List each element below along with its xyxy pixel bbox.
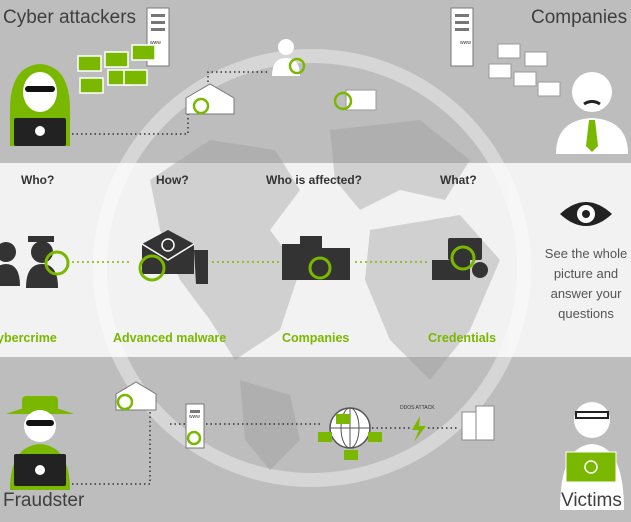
- fraudster-icon: [6, 396, 74, 490]
- businessman-icon: [556, 72, 628, 154]
- malware-envelope-icon: [138, 230, 208, 284]
- server-icon: [450, 7, 474, 67]
- victim-icon: [560, 402, 624, 510]
- category-credentials: Credentials: [428, 331, 497, 345]
- bottom-band: [0, 357, 631, 522]
- side-line: questions: [558, 306, 614, 321]
- employee-icon: [272, 39, 306, 76]
- infected-screens-icon: [77, 44, 156, 94]
- credentials-icon: [432, 238, 488, 280]
- side-line: See the whole: [544, 246, 628, 261]
- question-who-is-affected: Who is affected?: [266, 173, 363, 187]
- server-icon: [185, 403, 205, 449]
- side-message: See the whole picture and answer your qu…: [541, 244, 631, 324]
- ddos-label: DDOS ATTACK: [400, 405, 435, 411]
- question-who: Who?: [21, 173, 55, 187]
- category-cybercrime: Cybercrime: [0, 331, 57, 345]
- corner-title-fraudster: Fraudster: [3, 490, 85, 511]
- category-advanced-malware: Advanced malware: [113, 331, 227, 345]
- side-line: answer your: [550, 286, 622, 301]
- office-buildings-icon: [282, 236, 350, 280]
- botnet-globe-icon: [318, 407, 382, 460]
- malware-email-icon: [115, 381, 157, 411]
- malware-email-icon: [185, 83, 235, 115]
- server-label: www: [189, 414, 200, 420]
- corner-title-victims: Victims: [561, 490, 622, 511]
- id-card-icon: [333, 89, 377, 111]
- globe-watermark: [93, 49, 531, 487]
- hooded-attacker-icon: [10, 64, 70, 146]
- cybercriminals-icon: [0, 236, 70, 288]
- server-label: www: [460, 40, 471, 46]
- eye-icon: [560, 202, 612, 226]
- category-companies: Companies: [282, 331, 350, 345]
- corner-title-cyber-attackers: Cyber attackers: [3, 7, 137, 28]
- lightning-icon: [412, 416, 426, 442]
- corner-title-companies: Companies: [531, 7, 628, 28]
- company-screens-icon: [488, 43, 561, 97]
- side-line: picture and: [553, 266, 619, 281]
- question-how: How?: [156, 173, 189, 187]
- server-label: www: [150, 40, 161, 46]
- question-what: What?: [440, 173, 477, 187]
- connector-line: [72, 412, 151, 485]
- target-building-icon: [461, 405, 495, 441]
